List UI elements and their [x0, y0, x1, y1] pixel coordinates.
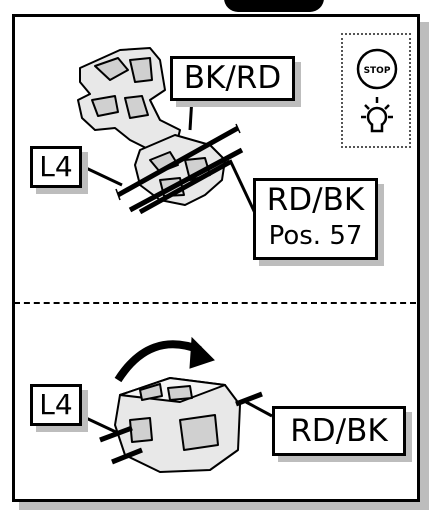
stop-label: STOP: [364, 66, 391, 76]
bottom-leader-lines: [85, 400, 273, 435]
wire-label-text: RD/BK: [290, 413, 388, 449]
rotation-arrow: [114, 336, 215, 383]
wire-label-text: L4: [39, 388, 73, 421]
wire-label-l4: L4: [30, 146, 82, 188]
top-wires: [115, 123, 244, 215]
wire-label-l4-bottom: L4: [30, 384, 82, 426]
step-divider: [14, 302, 416, 304]
wire-label-text: BK/RD: [183, 60, 282, 96]
light-bulb-icon: [361, 97, 393, 133]
stop-sign-icon: STOP: [356, 48, 398, 90]
wire-label-text: RD/BK: [266, 182, 365, 218]
wire-label-rd-bk-bottom: RD/BK: [272, 406, 406, 456]
wire-label-rd-bk-pos: RD/BK Pos. 57: [253, 178, 378, 260]
wire-label-bk-rd: BK/RD: [170, 56, 295, 101]
position-label-text: Pos. 57: [268, 221, 363, 251]
panel-top-tab: [224, 0, 324, 12]
wire-label-text: L4: [39, 150, 73, 183]
status-icon-box: STOP: [341, 33, 411, 148]
bottom-wires: [99, 391, 263, 465]
closed-connector-illustration: [114, 377, 241, 473]
